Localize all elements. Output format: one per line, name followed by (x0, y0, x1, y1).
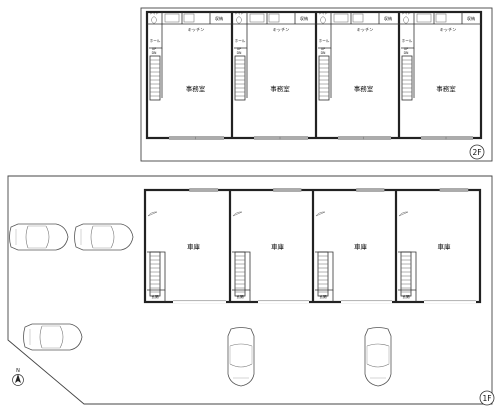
toilet-label: トイレ (149, 11, 158, 15)
floor-label-1f: 1F (482, 394, 491, 403)
door-swing (232, 211, 243, 217)
hall-label: ホール (319, 38, 330, 43)
office-room-label: 事務室 (354, 84, 374, 93)
stair-down-label: DN (404, 51, 409, 55)
storage-label: 収納 (384, 15, 392, 22)
stair-down-label: DN (237, 51, 242, 55)
window (338, 136, 391, 140)
door-swing (147, 211, 158, 217)
toilet-icon (320, 16, 326, 24)
car-icon (74, 223, 134, 251)
stair-icon (234, 55, 246, 101)
car-icon (364, 327, 392, 387)
stair-up-label: UP (321, 47, 325, 51)
window (169, 136, 224, 140)
stair-up-label: UP (404, 47, 408, 51)
car-icon (23, 323, 83, 351)
kitchen-label: キッチン (357, 27, 374, 32)
garage-unit-4: 玄関 車庫 (398, 188, 476, 304)
window (356, 188, 385, 192)
window (439, 188, 469, 192)
north-arrow-icon (12, 374, 24, 386)
entrance-label: 玄関 (236, 294, 244, 299)
door-swing (315, 211, 326, 217)
toilet-label: トイレ (401, 11, 410, 15)
stair-icon (401, 55, 413, 101)
garage-room-label: 車庫 (271, 242, 285, 251)
floor-badge-2f (469, 144, 485, 160)
garage-unit-3: 玄関 車庫 (315, 188, 392, 304)
garage-room-label: 車庫 (438, 242, 452, 251)
window (254, 136, 308, 140)
entrance-label: 玄関 (319, 294, 327, 299)
toilet-icon (236, 16, 242, 24)
kitchen-label: キッチン (440, 27, 457, 32)
toilet-icon (151, 16, 157, 24)
window (189, 188, 219, 192)
car-icon (9, 223, 69, 251)
kitchen-label: キッチン (273, 27, 290, 32)
kitchen-label: キッチン (188, 27, 205, 32)
stair-icon (149, 251, 161, 297)
garage-unit-2: 玄関 車庫 (232, 188, 309, 304)
storage-label: 収納 (300, 15, 308, 22)
floor-2f-building (145, 10, 483, 140)
garage-room-label: 車庫 (354, 242, 368, 251)
garage-unit-1: 玄関 車庫 (147, 188, 226, 304)
toilet-icon (403, 16, 409, 24)
hall-label: ホール (150, 38, 161, 43)
toilet-label: トイレ (318, 11, 327, 15)
toilet-label: トイレ (234, 11, 243, 15)
floor-2f-outline (140, 7, 493, 162)
window (273, 188, 302, 192)
office-room-label: 事務室 (186, 84, 206, 93)
sink-icon (333, 13, 349, 23)
office-room-label: 事務室 (436, 84, 456, 93)
hall-label: ホール (402, 38, 413, 43)
stair-up-label: UP (237, 47, 241, 51)
floor-label-2f: 2F (472, 148, 481, 157)
kitchen-icon (435, 13, 447, 23)
partition-wall (181, 12, 211, 24)
hall-label: ホール (235, 38, 246, 43)
window (421, 136, 473, 140)
stair-up-label: UP (152, 47, 156, 51)
stair-icon (318, 55, 330, 101)
entrance-label: 玄関 (402, 294, 410, 299)
kitchen-icon (268, 13, 280, 23)
stair-icon (317, 251, 329, 297)
site-boundary (7, 175, 493, 405)
floor-1f: 玄関 車庫 玄関 車庫 玄関 車庫 玄関 車庫 N 1F (7, 175, 495, 406)
sink-icon (164, 13, 180, 23)
storage-label: 収納 (467, 15, 475, 22)
stair-down-label: DN (321, 51, 326, 55)
kitchen-icon (183, 13, 195, 23)
floor-badge-1f (479, 390, 495, 406)
partition-wall (350, 12, 380, 24)
entrance-label: 玄関 (151, 294, 159, 299)
sink-icon (416, 13, 432, 23)
office-room-label: 事務室 (270, 84, 290, 93)
stair-icon (400, 251, 412, 297)
door-swing (398, 211, 409, 217)
north-label: N (16, 368, 20, 374)
sink-icon (249, 13, 265, 23)
partition-wall (266, 12, 296, 24)
kitchen-icon (352, 13, 364, 23)
car-icon (227, 327, 255, 387)
stair-icon (234, 251, 246, 297)
stair-down-label: DN (152, 51, 157, 55)
stair-icon (149, 55, 161, 101)
garage-room-label: 車庫 (187, 242, 201, 251)
storage-label: 収納 (215, 15, 223, 22)
partition-wall (433, 12, 463, 24)
